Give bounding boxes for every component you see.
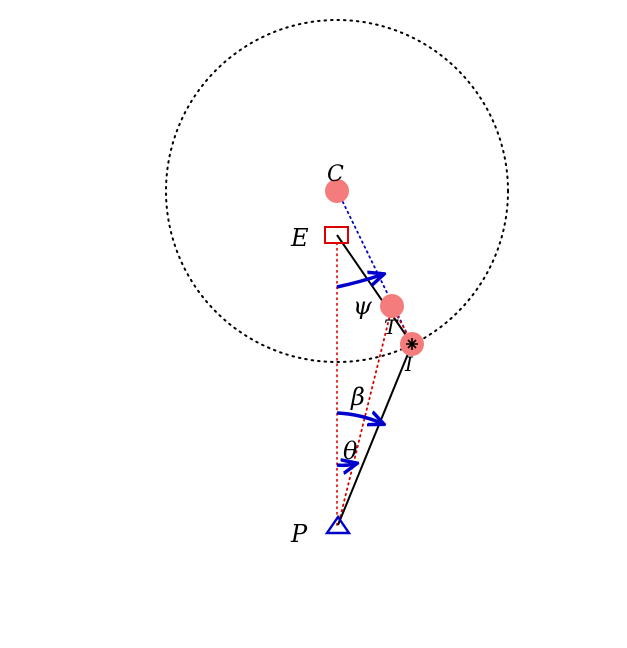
label-i: I <box>404 352 414 376</box>
label-theta: θ <box>343 437 358 465</box>
marker-c <box>325 179 349 203</box>
label-beta: β <box>350 383 365 411</box>
theta-arrow <box>336 464 354 465</box>
psi-arrow <box>336 275 381 289</box>
red-dotted-pt-line <box>338 306 393 523</box>
marker-t <box>380 294 404 318</box>
pupil-triangle <box>324 514 352 535</box>
label-c: C <box>327 162 344 187</box>
beta-arrow <box>336 413 381 423</box>
star-i <box>406 338 418 350</box>
label-e: E <box>290 224 309 252</box>
label-psi: ψ <box>353 292 373 320</box>
line-i-p <box>337 343 413 526</box>
label-t: T <box>384 315 399 339</box>
blue-dotted-ci-line <box>337 191 413 345</box>
line-e-i <box>336 234 413 345</box>
eye-box <box>324 226 349 244</box>
label-p: P <box>290 520 308 548</box>
dotted-circle <box>165 19 509 363</box>
